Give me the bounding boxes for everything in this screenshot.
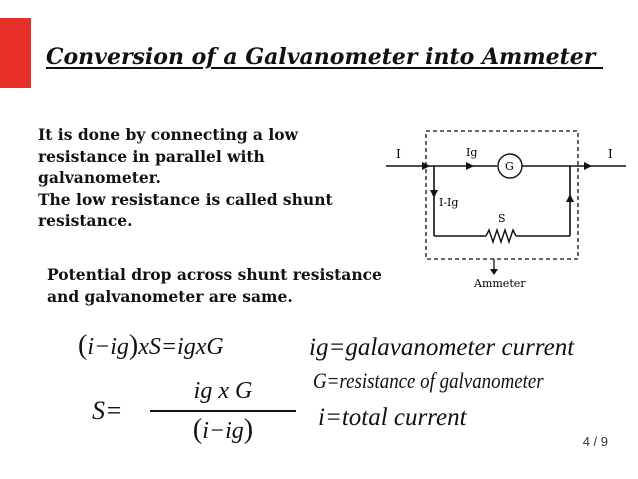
paragraph-line: The low resistance is called shunt	[38, 189, 333, 209]
equation-paren: )	[128, 330, 139, 361]
fraction-numerator: ig x G	[193, 378, 253, 404]
ammeter-pointer-arrow	[490, 269, 498, 275]
current-arrow-right	[584, 162, 592, 170]
ig-arrow	[466, 162, 474, 170]
label-ammeter: Ammeter	[473, 277, 526, 290]
label-ig: Ig	[466, 146, 477, 159]
equation-term: i−ig	[202, 417, 244, 444]
paragraph-line: It is done by connecting a low	[38, 125, 298, 144]
potential-drop-paragraph: Potential drop across shunt resistance a…	[47, 264, 407, 307]
equation-paren: (	[78, 330, 88, 361]
fraction-bar	[150, 410, 296, 412]
fraction: ig x G (i−ig)	[150, 378, 296, 446]
equation-term: xS=igxG	[138, 334, 224, 360]
equation-paren: )	[243, 413, 254, 445]
equation-paren: (	[192, 413, 203, 445]
shunt-return-arrow	[566, 194, 574, 202]
paragraph-line: resistance in parallel with	[38, 146, 265, 166]
shunt-resistor-symbol	[485, 227, 517, 245]
definition-ig: ig=galavanometer current	[309, 334, 575, 361]
label-i-left: I	[396, 147, 401, 161]
slide-accent-bar	[0, 18, 31, 88]
equation-potential-equality: (i−ig)xS=igxG	[78, 330, 224, 362]
shunt-circuit-diagram: I I Ig G I-Ig S Ammeter	[386, 130, 626, 290]
paragraph-line: Potential drop across shunt resistance	[47, 265, 382, 284]
paragraph-line: resistance.	[38, 211, 133, 230]
definition-i: i=total current	[318, 404, 467, 431]
equation-lhs: S=	[92, 396, 123, 425]
slide-title: Conversion of a Galvanometer into Ammete…	[46, 44, 604, 70]
label-s: S	[498, 212, 506, 225]
paragraph-line: and galvanometer are same.	[47, 286, 293, 306]
label-i-minus-ig: I-Ig	[439, 196, 458, 209]
current-arrow-left	[422, 162, 430, 170]
paragraph-line: galvanometer.	[38, 168, 161, 187]
label-g: G	[505, 160, 514, 173]
page-number: 4 / 9	[582, 434, 608, 449]
label-i-right: I	[608, 147, 613, 161]
fraction-denominator: (i−ig)	[150, 414, 296, 446]
i-minus-ig-arrow	[430, 190, 438, 198]
equation-term: i−ig	[87, 334, 129, 360]
definition-g: G=resistance of galvanometer	[313, 368, 544, 393]
explanation-paragraph: It is done by connecting a low resistanc…	[38, 124, 368, 232]
